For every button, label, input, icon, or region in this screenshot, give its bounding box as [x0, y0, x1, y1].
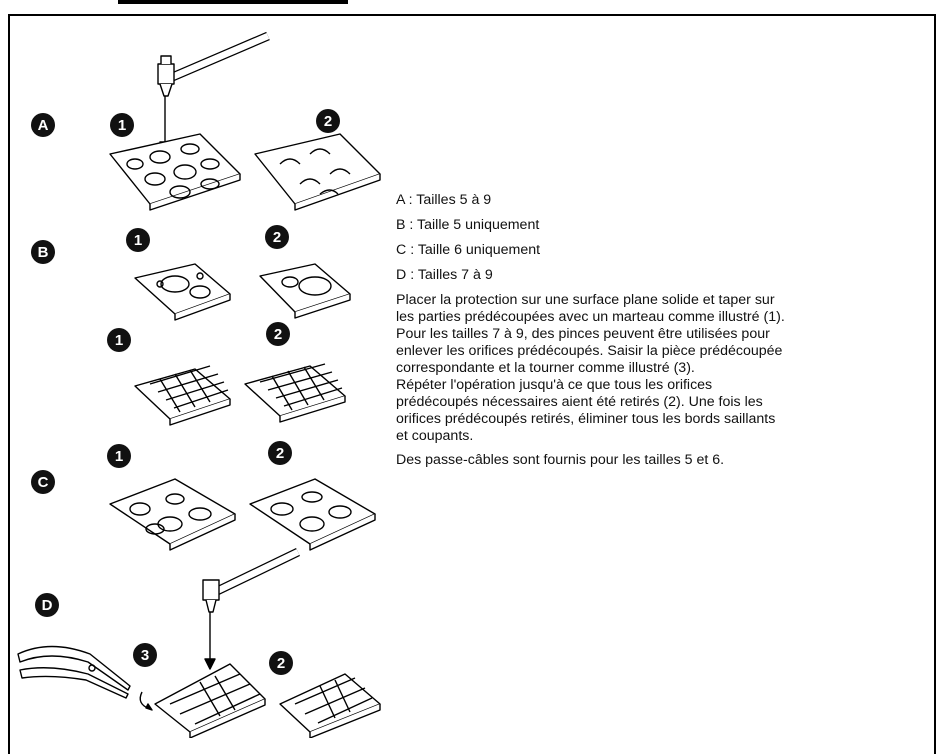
instruction-line: Placer la protection sur une surface pla… [396, 292, 775, 308]
gland-plate-b2 [259, 263, 351, 319]
step-2-marker: 2 [316, 109, 340, 133]
step-1-marker: 1 [107, 444, 131, 468]
instruction-line: correspondante et la tourner comme illus… [396, 360, 695, 376]
gland-plate-a2 [254, 133, 381, 211]
instruction-line: Pour les tailles 7 à 9, des pinces peuve… [396, 326, 770, 342]
section-b-marker: B [31, 240, 55, 264]
hammer-icon-a [157, 31, 270, 153]
instruction-line: Répéter l'opération jusqu'à ce que tous … [396, 377, 713, 393]
gland-plate-bb1 [134, 365, 231, 426]
step-1-marker: 1 [107, 328, 131, 352]
gland-plate-c1 [109, 478, 236, 551]
header-bar [0, 0, 944, 14]
caption: A : Tailles 5 à 9 B : Taille 5 uniquemen… [396, 192, 936, 477]
legend-d: D : Tailles 7 à 9 [396, 267, 493, 283]
gland-plate-c2 [249, 478, 376, 551]
instruction-line: enlever les orifices prédécoupés. Saisir… [396, 343, 783, 359]
gland-plate-d3 [154, 663, 266, 738]
legend-b: B : Taille 5 uniquement [396, 217, 540, 233]
legend-c: C : Taille 6 uniquement [396, 242, 541, 258]
instruction-line: orifices prédécoupés retirés, éliminer t… [396, 411, 776, 427]
step-3-marker: 3 [133, 643, 157, 667]
step-2-marker: 2 [266, 322, 290, 346]
step-1-marker: 1 [110, 113, 134, 137]
step-1-marker: 1 [126, 228, 150, 252]
section-a-marker: A [31, 113, 55, 137]
step-2-marker: 2 [265, 225, 289, 249]
gland-plate-bb2 [244, 363, 346, 423]
header-underline [118, 0, 348, 4]
section-d-marker: D [35, 593, 59, 617]
instruction-line: les parties prédécoupées avec un marteau… [396, 309, 785, 325]
cable-gland-note: Des passe-câbles sont fournis pour les t… [396, 452, 725, 468]
pliers-icon [17, 645, 153, 711]
instruction-line: et coupants. [396, 428, 474, 444]
gland-plate-d2 [279, 673, 381, 738]
page-frame [8, 14, 936, 754]
step-2-marker: 2 [269, 651, 293, 675]
step-2-marker: 2 [268, 441, 292, 465]
section-c-marker: C [31, 470, 55, 494]
instructions-paragraph: Placer la protection sur une surface pla… [396, 292, 936, 445]
legend-a: A : Tailles 5 à 9 [396, 192, 492, 208]
gland-plate-a1 [109, 133, 241, 211]
knockout-removal-diagram [17, 31, 381, 738]
hammer-icon-d [202, 547, 300, 670]
instruction-line: prédécoupés nécessaires aient été retiré… [396, 394, 763, 410]
gland-plate-b1 [134, 263, 231, 321]
